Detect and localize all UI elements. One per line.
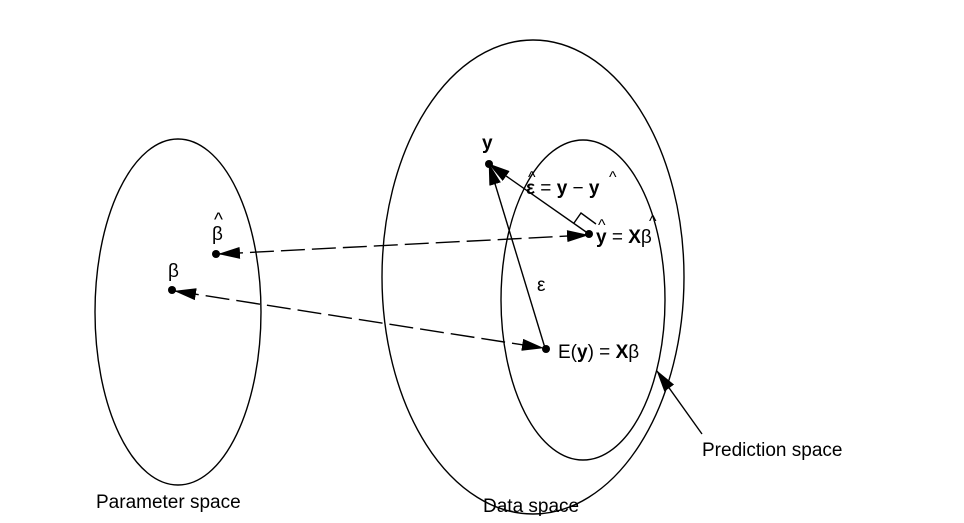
- beta-point: [168, 286, 176, 294]
- fitted-beta-hat-hat: ^: [649, 213, 657, 230]
- expectation-y: y: [577, 342, 588, 363]
- svg-text:ε = y − y: ε = y − y: [526, 178, 600, 199]
- residual-equals: =: [535, 178, 557, 199]
- beta-hat-hat: ^: [214, 210, 223, 231]
- fitted-yhat-hat: ^: [598, 217, 606, 234]
- fitted-X: X: [628, 227, 641, 248]
- expectation-point: [542, 345, 550, 353]
- parameter-space-ellipse: [94, 138, 262, 486]
- residual-yhat: y: [589, 178, 600, 199]
- residual-eps: ε: [526, 178, 535, 199]
- beta-hat-point: [212, 250, 220, 258]
- y-point: [485, 160, 493, 168]
- expectation-beta: β: [628, 342, 639, 363]
- y-label: y: [482, 133, 493, 154]
- fitted-equals: =: [607, 227, 629, 248]
- right-angle-marker: [573, 212, 597, 225]
- data-space-label: Data space: [483, 496, 579, 517]
- expectation-close: ): [588, 342, 594, 363]
- expectation-X: X: [616, 342, 629, 363]
- data-space-ellipse: [381, 39, 685, 515]
- residual-minus: −: [567, 178, 589, 199]
- svg-text:y = Xβ: y = Xβ: [596, 227, 652, 248]
- residual-equation: ^ ε = y − y ^: [526, 169, 617, 199]
- error-vector-arrow: [488, 163, 546, 349]
- expectation-equals: =: [594, 342, 616, 363]
- y-hat-point: [585, 230, 593, 238]
- fitted-equation: ^ y = Xβ ^: [596, 213, 657, 248]
- error-label: ε: [537, 275, 546, 296]
- parameter-space-label: Parameter space: [96, 492, 241, 513]
- expectation-E: E(: [558, 342, 578, 363]
- beta-label: β: [168, 261, 179, 282]
- fitted-yhat: y: [596, 227, 607, 248]
- residual-vector-arrow: [488, 163, 590, 235]
- expectation-mapping-arrow: [174, 288, 544, 351]
- prediction-space-label: Prediction space: [702, 440, 842, 461]
- beta-hat-label: β: [212, 224, 223, 245]
- residual-y: y: [557, 178, 568, 199]
- residual-eps-hat: ^: [528, 169, 536, 186]
- fitted-mapping-arrow: [218, 230, 589, 259]
- fitted-beta-hat: β: [641, 227, 652, 248]
- prediction-space-pointer-arrow: [656, 370, 703, 435]
- expectation-equation: E(y) = Xβ: [558, 342, 639, 363]
- residual-yhat-hat: ^: [609, 169, 617, 186]
